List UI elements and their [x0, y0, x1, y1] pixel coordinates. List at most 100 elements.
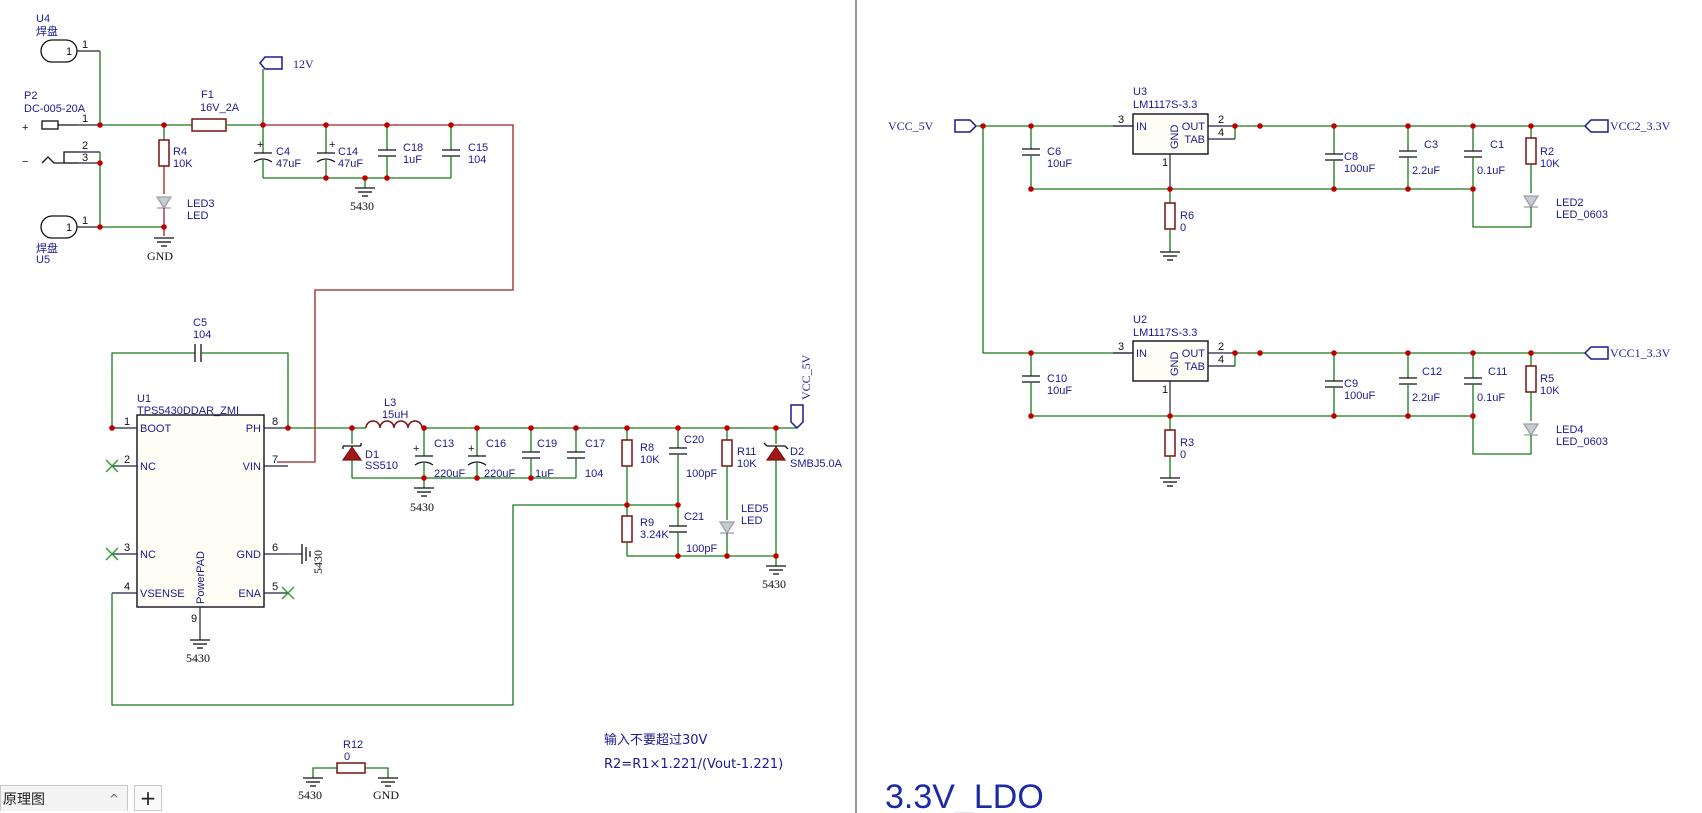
net-vcc5v-buck[interactable]: VCC_5V — [790, 354, 813, 430]
svg-text:+: + — [329, 139, 335, 151]
c21-ref: C21 — [684, 511, 704, 523]
cap-c9[interactable]: C9 100uF — [1325, 353, 1375, 416]
svg-text:+: + — [257, 139, 263, 151]
sheet-title-ldo: 3.3V_LDO — [885, 778, 1044, 813]
c1-ref: C1 — [1490, 139, 1504, 151]
r6-value: 0 — [1180, 222, 1186, 234]
ic-u1[interactable]: U1 TPS5430DDAR_ZMI BOOT NC NC VSENSE PH … — [112, 393, 288, 640]
cap-c17[interactable]: C17 104 — [567, 428, 605, 480]
net-vcc1-3v3[interactable]: VCC1_3.3V — [1583, 346, 1671, 360]
cap-c10[interactable]: C10 10uF — [1022, 353, 1072, 416]
cap-c21[interactable]: C21 100pF — [669, 505, 717, 556]
fuse-f1[interactable] — [191, 118, 227, 132]
resistor-r11[interactable]: R11 10K — [721, 428, 757, 520]
pad-u4[interactable]: 1 U4 焊盘 — [36, 13, 78, 63]
resistor-r4[interactable]: R4 10K — [158, 125, 193, 194]
gnd-label-r12: GND — [373, 788, 399, 802]
cap-c15[interactable]: C15 104 — [442, 125, 488, 178]
cap-c3[interactable]: C3 2.2uF — [1399, 126, 1440, 189]
u1-pin-pad: PowerPAD — [195, 551, 207, 604]
u1-n3: 3 — [124, 542, 130, 554]
pad-u5[interactable]: 1 焊盘 U5 — [36, 215, 78, 266]
inductor-l3[interactable]: L3 15uH — [365, 397, 423, 429]
cap-c5[interactable]: C5 104 — [111, 317, 289, 428]
u1-pin-vsense: VSENSE — [140, 588, 185, 600]
p2-value: DC-005-20A — [24, 103, 86, 115]
u5-value: 焊盘 — [36, 241, 58, 255]
c8-ref: C8 — [1344, 151, 1358, 163]
junctions-ldo — [980, 123, 1534, 419]
p2-pin1: 1 — [82, 113, 88, 125]
c6-value: 10uF — [1047, 158, 1072, 170]
r3-value: 0 — [1180, 449, 1186, 461]
cap-c16[interactable]: + C16 220uF — [467, 428, 515, 480]
pad-u5-pin: 1 — [66, 222, 72, 234]
gnd-5430-u1pin6: 5430 — [288, 544, 325, 574]
u3-value: LM1117S-3.3 — [1133, 99, 1197, 111]
cap-c18[interactable]: C18 1uF — [378, 125, 423, 178]
resistor-r6[interactable]: R6 0 — [1164, 189, 1194, 252]
c12-value: 2.2uF — [1412, 392, 1440, 404]
u1-n9: 9 — [191, 613, 197, 625]
svg-text:1: 1 — [82, 39, 88, 51]
c16-value: 220uF — [484, 468, 515, 480]
svg-text:+: + — [413, 443, 419, 455]
add-sheet-button[interactable]: + — [134, 785, 162, 811]
led-led4[interactable]: LED4 LED_0603 — [1522, 423, 1608, 448]
l3-ref: L3 — [384, 397, 396, 409]
u4-ref: U4 — [36, 13, 50, 25]
c20-value: 100pF — [686, 468, 717, 480]
led4-ref: LED4 — [1556, 424, 1584, 436]
led-led3[interactable]: LED3 LED — [155, 196, 215, 236]
resistor-r9[interactable]: R9 3.24K — [621, 515, 669, 556]
u2-p4: 4 — [1218, 354, 1224, 366]
c13-ref: C13 — [434, 438, 454, 450]
net-12v[interactable]: 12V — [259, 56, 314, 71]
net-vcc5v-ldo[interactable]: VCC_5V — [888, 119, 978, 133]
diode-d1[interactable]: D1 SS510 — [341, 428, 398, 478]
tab-schematic-label: 原理图 — [3, 791, 45, 808]
led-led2[interactable]: LED2 LED_0603 — [1522, 195, 1608, 221]
resistor-r12[interactable]: R12 0 5430 GND — [298, 739, 399, 802]
cap-c8[interactable]: C8 100uF — [1325, 126, 1375, 189]
gnd-5430-1: 5430 — [350, 187, 375, 213]
net-vcc2-label: VCC2_3.3V — [1610, 119, 1671, 133]
d2-value: SMBJ5.0A — [790, 458, 843, 470]
gnd-5430-label-3: 5430 — [762, 577, 786, 591]
led3-ref: LED3 — [187, 198, 215, 210]
cap-c19[interactable]: C19 1uF — [522, 428, 557, 480]
cap-c14[interactable]: + C14 47uF — [316, 125, 363, 178]
net-vcc2-3v3[interactable]: VCC2_3.3V — [1583, 119, 1671, 133]
gnd-5430-label-2: 5430 — [410, 500, 434, 514]
cap-c12[interactable]: C12 2.2uF — [1399, 353, 1442, 416]
gnd-symbol-1: GND — [147, 237, 174, 263]
u2-in: IN — [1136, 348, 1147, 360]
u1-pin-nc2: NC — [140, 461, 156, 473]
gnd-5430-2: 5430 — [410, 487, 434, 514]
ldo-u2[interactable]: U2 LM1117S-3.3 IN OUT TAB GND 3 2 4 1 — [1113, 314, 1235, 416]
dc-jack-p2[interactable]: P2 DC-005-20A + − 1 2 3 — [22, 90, 100, 168]
resistor-r5[interactable]: R5 10K — [1525, 353, 1560, 421]
r9-ref: R9 — [640, 517, 654, 529]
cap-c1[interactable]: C1 0.1uF — [1464, 126, 1505, 189]
tab-schematic[interactable]: 原理图 ^ — [0, 785, 128, 811]
net-vcc5v-ldo-label: VCC_5V — [888, 119, 934, 133]
c5-value: 104 — [193, 329, 211, 341]
u1-n8: 8 — [272, 416, 278, 428]
cap-c4[interactable]: + C4 47uF — [253, 125, 301, 178]
resistor-r3[interactable]: R3 0 — [1164, 416, 1194, 478]
ldo-u3[interactable]: U3 LM1117S-3.3 IN OUT TAB GND 3 2 4 1 — [1113, 86, 1235, 189]
r9-value: 3.24K — [640, 529, 669, 541]
chevron-up-icon[interactable]: ^ — [108, 791, 119, 806]
diode-d2[interactable]: D2 SMBJ5.0A — [763, 428, 843, 556]
c18-value: 1uF — [403, 154, 422, 166]
u3-out: OUT — [1182, 121, 1206, 133]
cap-c20[interactable]: C20 100pF — [669, 428, 717, 505]
led-led5[interactable]: LED5 LED — [718, 503, 769, 556]
cap-c6[interactable]: C6 10uF — [1022, 126, 1072, 189]
cap-c13[interactable]: + C13 220uF — [413, 428, 465, 480]
junctions-input — [97, 122, 454, 230]
resistor-r2[interactable]: R2 10K — [1525, 126, 1560, 193]
cap-c11[interactable]: C11 0.1uF — [1464, 353, 1507, 416]
